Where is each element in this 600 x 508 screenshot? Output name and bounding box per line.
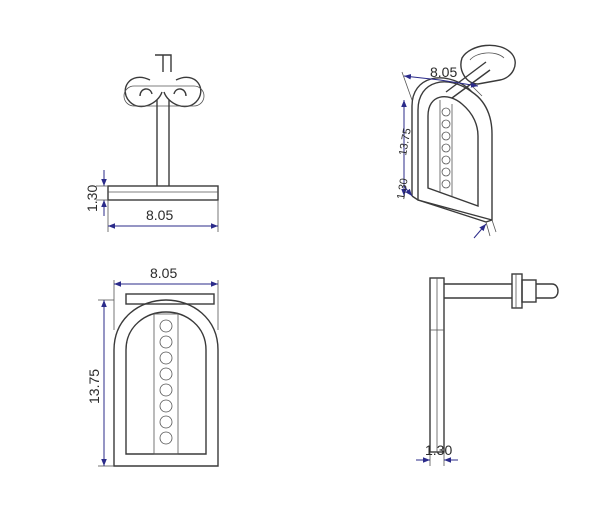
- side-view: 1.30: [416, 273, 559, 466]
- front-width-label: 8.05: [146, 207, 173, 223]
- top-view: 8.05 13.75: [86, 265, 219, 467]
- iso-arch-outer: [417, 81, 493, 221]
- iso-view: 8.05 13.75 1.30: [395, 44, 516, 239]
- top-arch-outer: [113, 299, 219, 467]
- iso-stone-channel: [439, 100, 453, 196]
- butterfly-back: [123, 54, 205, 108]
- iso-width-label: 8.05: [430, 64, 457, 80]
- top-width-label: 8.05: [150, 265, 177, 281]
- top-stone-channel: [153, 313, 179, 455]
- side-butterfly-clutch: [511, 273, 559, 309]
- iso-butterfly: [460, 44, 516, 85]
- top-back-strip: [125, 293, 215, 305]
- iso-arch-inner: [427, 96, 479, 207]
- top-height-label: 13.75: [86, 369, 102, 404]
- front-thickness-dimension: 1.30: [84, 170, 108, 216]
- iso-height-label: 13.75: [397, 127, 414, 156]
- top-width-dimension: 8.05: [113, 265, 219, 330]
- iso-thickness-dimension: 1.30: [395, 177, 497, 239]
- iso-thickness-label: 1.30: [395, 177, 411, 200]
- top-arch-inner: [125, 311, 207, 455]
- front-thickness-label: 1.30: [84, 185, 100, 212]
- side-thickness-label: 1.30: [425, 442, 452, 458]
- top-height-dimension: 13.75: [86, 299, 114, 467]
- front-view: 1.30 8.05: [84, 54, 219, 232]
- front-width-dimension: 8.05: [107, 200, 219, 232]
- base-plate: [107, 185, 219, 201]
- side-thickness-dimension: 1.30: [416, 442, 458, 466]
- iso-height-dimension: 13.75: [397, 100, 414, 196]
- iso-width-dimension: 8.05: [401, 64, 483, 101]
